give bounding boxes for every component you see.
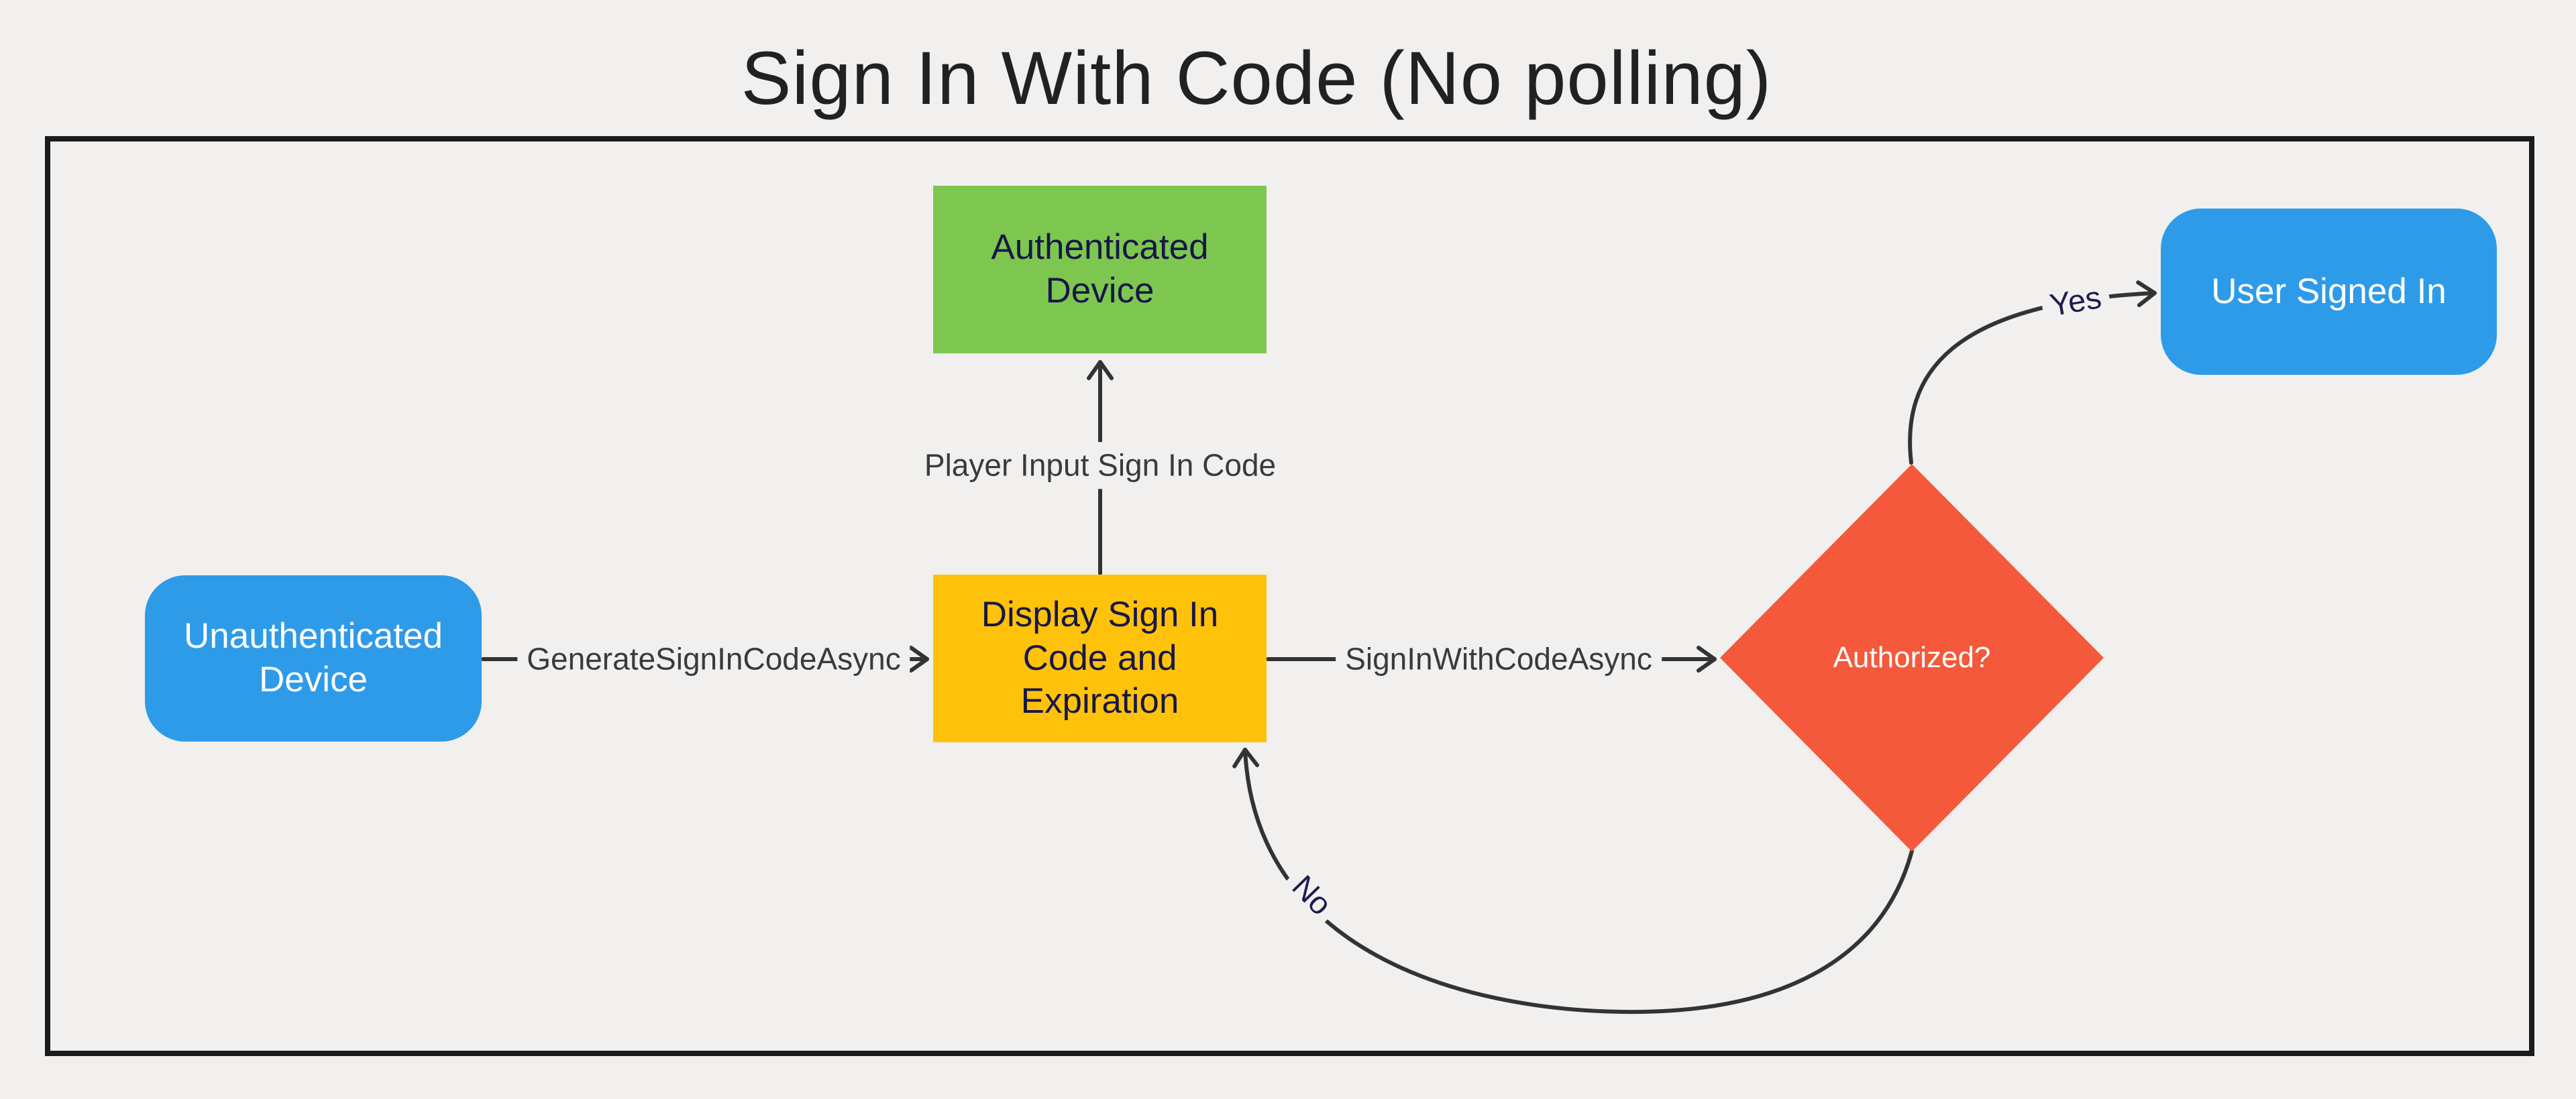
node-unauthenticated-device: Unauthenticated Device xyxy=(145,575,482,742)
edge-yes-arrow xyxy=(1908,280,2157,465)
node-authorized-decision: Authorized? xyxy=(1720,464,2104,852)
node-user-signed-in: User Signed In xyxy=(2161,209,2497,375)
node-authenticated-device: Authenticated Device xyxy=(933,186,1267,353)
node-label: Authorized? xyxy=(1833,641,1991,674)
node-label: Authenticated Device xyxy=(991,227,1209,310)
diagram-title: Sign In With Code (No polling) xyxy=(741,36,1772,120)
node-display-sign-in-code: Display Sign In Code and Expiration xyxy=(933,575,1267,742)
edge-label-generate-sign-in-code-async: GenerateSignInCodeAsync xyxy=(517,636,910,683)
edge-label-sign-in-with-code-async: SignInWithCodeAsync xyxy=(1336,636,1662,683)
edge-label-player-input-sign-in-code: Player Input Sign In Code xyxy=(914,442,1286,489)
decision-diamond-shape xyxy=(1720,464,2104,852)
node-label: User Signed In xyxy=(2211,271,2447,311)
node-label: Display Sign In Code and Expiration xyxy=(981,595,1219,721)
diagram-frame xyxy=(45,136,2534,1056)
node-label: Unauthenticated Device xyxy=(183,616,443,699)
